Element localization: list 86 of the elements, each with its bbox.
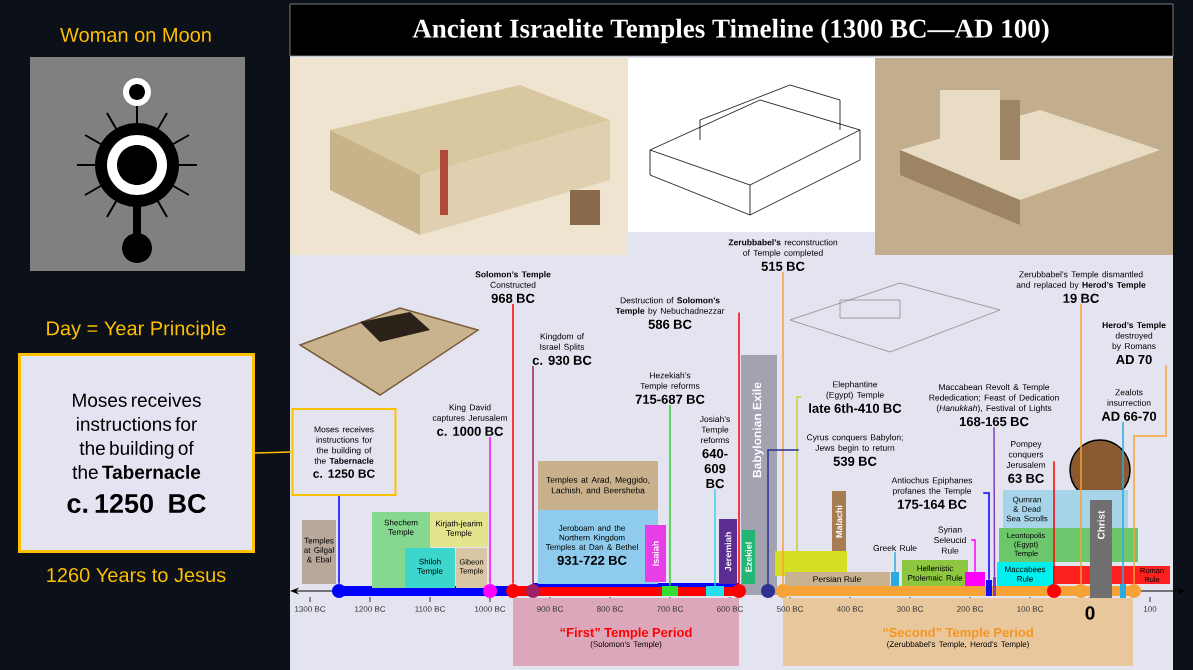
tick-label: 1200 BC [355, 606, 386, 612]
timeline-dot [1074, 584, 1088, 598]
vertical-band: Jeremiah [719, 519, 737, 584]
tick-label: 100 [1143, 606, 1157, 612]
leader-line [782, 271, 784, 585]
magnified-callout-box: Moses receives instructions for the building of the Tabernacle c. 1250 BC [18, 353, 255, 553]
period-band: Hellenistic Ptolemaic Rule [902, 560, 968, 586]
tick-label: 200 BC [957, 606, 984, 612]
tick-label: 1000 BC [475, 606, 506, 612]
tick-label: 0 [1085, 606, 1095, 620]
period-band: Temples at Gilgal & Ebal [302, 520, 336, 584]
timeline-dot [732, 584, 746, 598]
vertical-band: Christ [1090, 500, 1112, 600]
title-bar: Ancient Israelite Temples Timeline (1300 BC—AD 100) [289, 3, 1174, 57]
timeline-dot [483, 584, 497, 598]
leader-line [1080, 303, 1082, 585]
tick-label: 700 BC [657, 606, 684, 612]
leader-line [737, 312, 740, 585]
tick-label: 600 BC [717, 606, 744, 612]
event-annotation: Greek Rule [873, 544, 917, 552]
leader-line [489, 436, 491, 585]
period-band: Persian Rule [785, 572, 890, 586]
leader-line [796, 396, 803, 552]
leader-line [669, 404, 671, 587]
event-annotation: Destruction of Solomon’s Temple by Nebuchadnezzar 586 BC [615, 297, 725, 329]
timeline-dot [776, 584, 790, 598]
event-annotation: Hezekiah’s Temple reforms 715-687 BC [635, 372, 705, 404]
leader-line [1133, 364, 1167, 585]
tick-label: 1300 BC [295, 606, 326, 612]
leader-line [993, 426, 996, 578]
panel-heading: 1260 Years to Jesus [47, 567, 226, 583]
leader-line [254, 451, 293, 454]
timeline-dot [526, 584, 540, 598]
timeline-marker [965, 572, 985, 586]
timeline-dot [761, 584, 775, 598]
panel-heading: Woman on Moon [60, 28, 211, 42]
timeline-marker [1120, 584, 1126, 598]
tick-label: 1100 BC [415, 606, 445, 612]
timeline-dot [332, 584, 346, 598]
tick-label: 900 BC [537, 606, 564, 612]
event-annotation: Elephantine (Egypt) Temple late 6th-410 BC [809, 381, 902, 413]
timeline-dot [506, 584, 520, 598]
leader-line [982, 492, 990, 581]
timeline-marker [993, 577, 996, 596]
period-band: Kirjath-jearim Temple [430, 512, 488, 547]
event-annotation: Solomon’s Temple Constructed 968 BC [475, 271, 551, 303]
timeline-marker [706, 586, 724, 596]
leader-line [512, 303, 514, 585]
tick-label: 800 BC [597, 606, 624, 612]
event-annotation: Cyrus conquers Babylon; Jews begin to return 539 BC [807, 434, 903, 466]
leader-line [532, 365, 534, 585]
event-annotation: Antiochus Epiphanes profanes the Temple 175-164 BC [891, 477, 973, 509]
event-annotation: Kingdom of Israel Splits c. 930 BC [532, 333, 592, 365]
leader-line [894, 551, 896, 573]
timeline-marker [662, 586, 678, 596]
tick-label: 300 BC [896, 606, 924, 612]
timeline-dot [1127, 584, 1141, 598]
leader-line [714, 488, 716, 587]
panel-heading: Day = Year Principle [47, 320, 226, 340]
tick-label: 100 BC [1017, 606, 1044, 612]
tick-label: 400 BC [836, 606, 864, 612]
leader-line [338, 495, 340, 585]
vertical-band: Isaiah [645, 525, 666, 582]
timeline-marker [891, 572, 899, 586]
event-annotation: Zerubbabel’s Temple dismantled and replaced by Herod’s Temple 19 BC [1016, 271, 1146, 303]
vertical-band: Ezekiel [742, 530, 755, 584]
timeline-marker [986, 580, 992, 596]
event-annotation: King David captures Jerusalem c. 1000 BC [432, 404, 507, 436]
event-annotation: Zerubbabel’s reconstruction of Temple completed 515 BC [728, 239, 838, 271]
callout-box: Moses receives instructions for the building of the Tabernacle c. 1250 BC [291, 408, 397, 496]
leader-line [1122, 421, 1124, 585]
event-annotation: Zealots insurrection AD 66-70 [1101, 389, 1157, 421]
period-band: Temples at Arad, Meggido, Lachish, and Beersheba [538, 461, 658, 510]
period-band: Maccabees Rule [997, 562, 1053, 586]
event-annotation: Herod’s Temple destroyed by Romans AD 70 [1102, 321, 1166, 365]
leader-line [1052, 461, 1055, 585]
tick-label: 500 BC [777, 606, 804, 612]
timeline-dot [1047, 584, 1061, 598]
event-annotation: Maccabean Revolt & Temple Rededication; Feast of Dedication (Hanukkah), Festival of Lights 168-165 BC [929, 383, 1059, 427]
event-annotation: Josiah’s Temple reforms 640-609 BC [699, 415, 730, 489]
vertical-band: Malachi [832, 491, 846, 552]
leader-line [970, 539, 976, 573]
period-band: Shiloh Temple [405, 548, 455, 588]
event-annotation: Pompey conquers Jerusalem 63 BC [1006, 441, 1046, 483]
event-annotation: Syrian Seleucid Rule [934, 526, 966, 554]
leader-line [767, 449, 800, 585]
